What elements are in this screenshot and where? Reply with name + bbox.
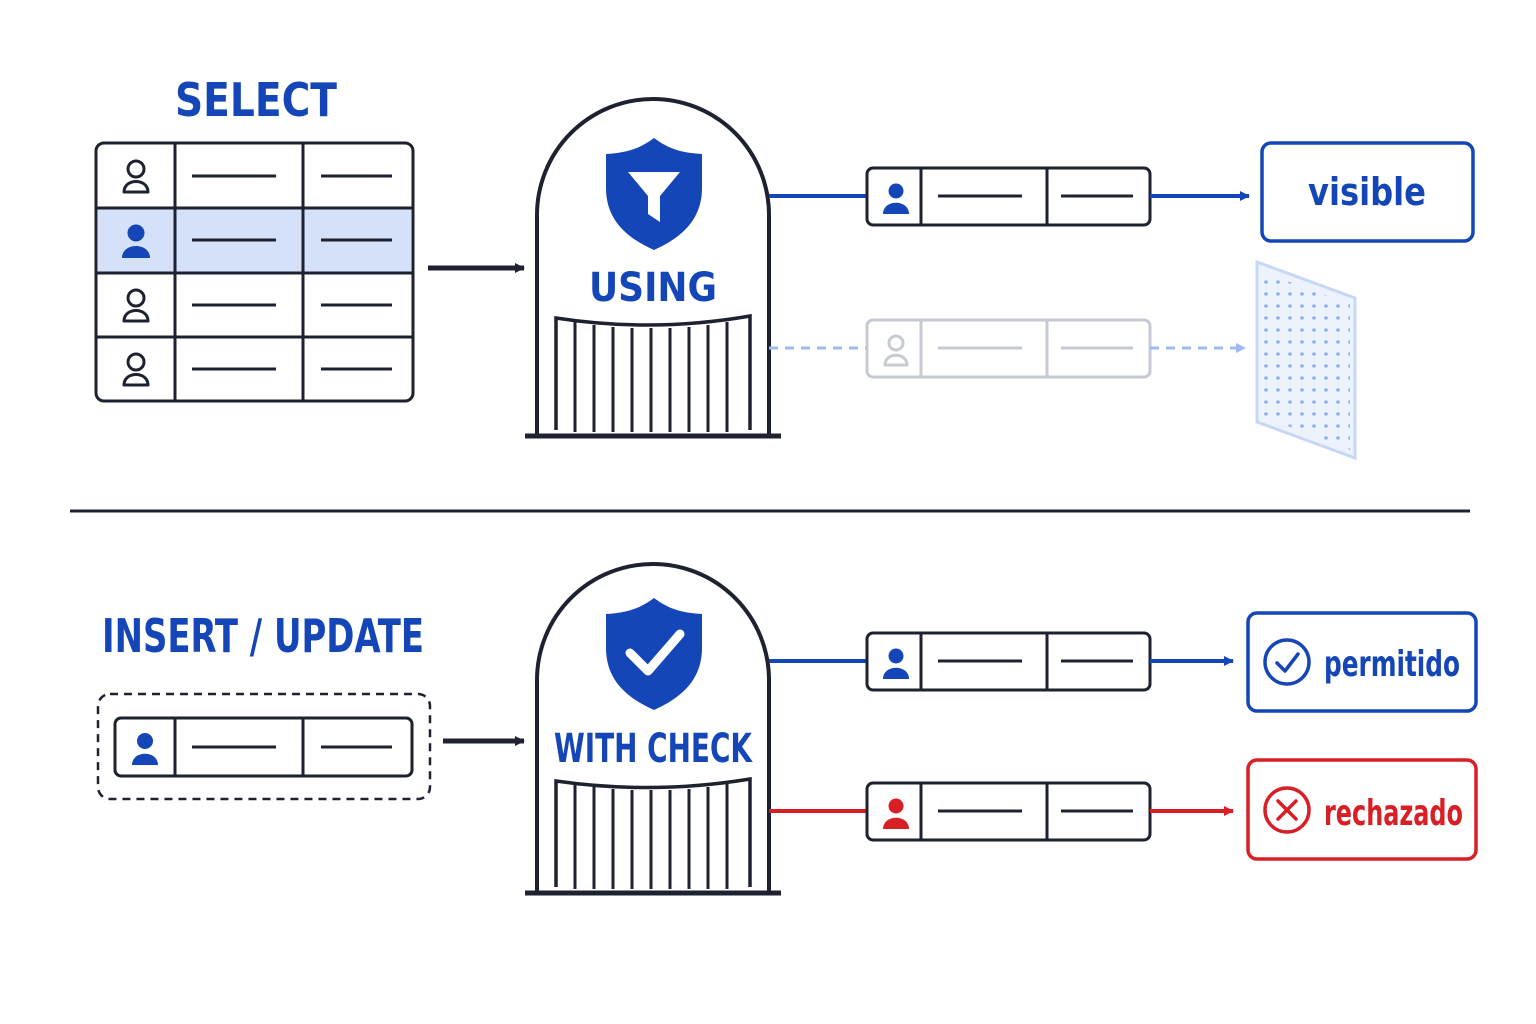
rejected-label: rechazado (1324, 793, 1463, 834)
with-check-gate-label: WITH CHECK (554, 726, 753, 772)
visible-label: visible (1308, 170, 1426, 214)
allowed-label: permitido (1324, 644, 1460, 685)
user-filled-icon (883, 798, 909, 829)
rejected-result-box: rechazado (1246, 758, 1478, 861)
visible-row (865, 166, 1152, 227)
user-outline-icon (122, 159, 150, 194)
using-gate: USING (525, 97, 781, 439)
allowed-row (865, 631, 1152, 692)
check-circle-icon (1263, 638, 1311, 686)
source-table (94, 141, 415, 403)
insert-update-heading: INSERT / UPDATE (102, 609, 424, 663)
candidate-row-frame (96, 692, 432, 801)
check-shield-icon (606, 598, 702, 710)
using-gate-label: USING (589, 265, 717, 311)
rejected-row (865, 781, 1152, 842)
user-outline-icon (883, 334, 909, 367)
filter-shield-icon (606, 138, 702, 250)
candidate-row (113, 716, 414, 778)
user-outline-icon (122, 352, 150, 387)
user-outline-icon (122, 288, 150, 323)
hidden-row (865, 318, 1152, 379)
user-filled-icon (883, 648, 909, 679)
user-filled-icon (132, 733, 158, 765)
user-filled-icon (122, 224, 150, 258)
dotted-panel-icon (1255, 259, 1357, 461)
user-filled-icon (883, 183, 909, 214)
select-heading: SELECT (175, 73, 338, 127)
x-circle-icon (1263, 786, 1311, 834)
allowed-result-box: permitido (1246, 611, 1478, 713)
visible-result-box: visible (1260, 141, 1475, 243)
with-check-gate: WITH CHECK (525, 562, 781, 896)
